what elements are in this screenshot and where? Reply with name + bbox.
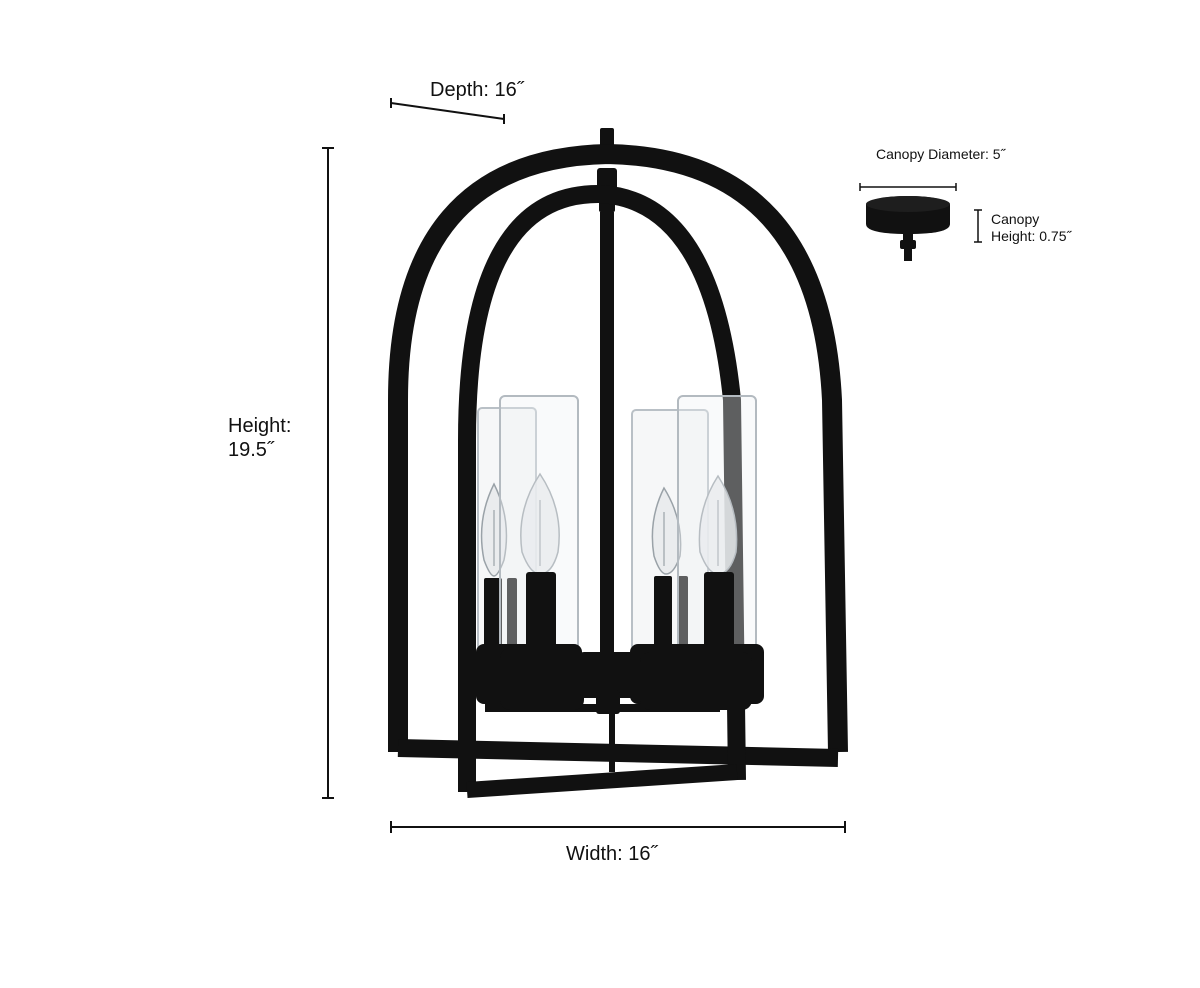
canopy-diameter-line bbox=[859, 183, 957, 191]
sockets-back bbox=[484, 576, 688, 650]
sockets-front bbox=[526, 572, 734, 652]
height-dimension-line bbox=[322, 147, 334, 799]
height-label-line-1: Height: bbox=[228, 415, 292, 437]
canopy-height-label: Canopy Height: 0.75˝ bbox=[991, 211, 1071, 245]
pendant-stem bbox=[596, 128, 618, 712]
canopy-height-label-line-2: Height: 0.75˝ bbox=[991, 228, 1072, 244]
canopy-height-label-line-1: Canopy bbox=[991, 211, 1040, 227]
glass-shades-front bbox=[499, 395, 757, 651]
height-label-line-2: 19.5˝ bbox=[228, 439, 274, 461]
width-label: Width: 16˝ bbox=[566, 843, 658, 865]
depth-label: Depth: 16˝ bbox=[430, 79, 524, 101]
canopy-height-line bbox=[974, 209, 982, 243]
width-dimension-line bbox=[390, 821, 846, 833]
canopy-diameter-label: Canopy Diameter: 5˝ bbox=[876, 146, 1006, 162]
depth-dimension-line bbox=[390, 98, 505, 124]
canopy-illustration bbox=[866, 196, 950, 261]
candle-cups-hub bbox=[476, 644, 764, 714]
bulb-filaments bbox=[493, 500, 719, 566]
height-label: Height: 19.5˝ bbox=[228, 414, 291, 462]
